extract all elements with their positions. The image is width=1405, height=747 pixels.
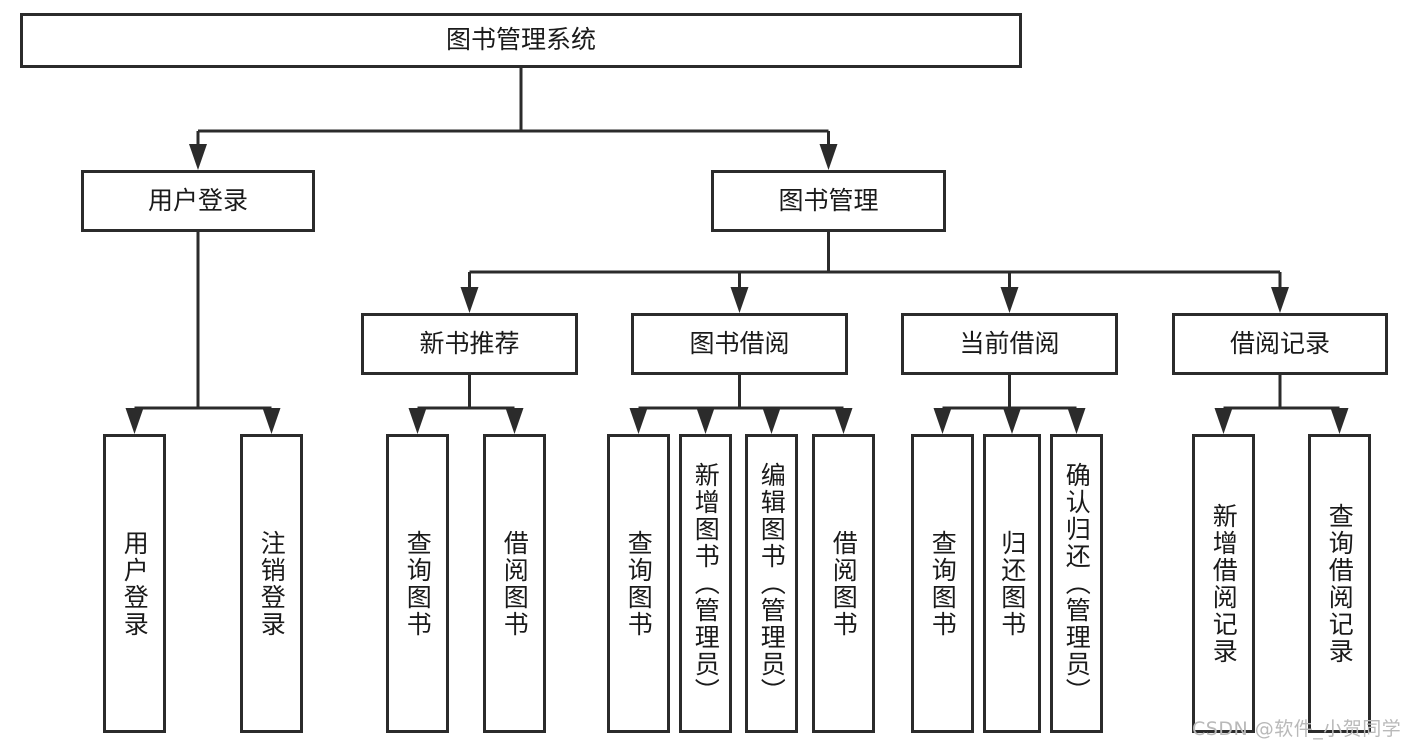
arrowhead-book-manage bbox=[819, 144, 838, 170]
node-leaf-return-book[interactable]: 归还图书 bbox=[983, 434, 1041, 733]
watermark-text: CSDN @软件_小贺同学 bbox=[1192, 718, 1402, 740]
node-label-root: 图书管理系统 bbox=[445, 25, 596, 55]
node-label-leaf-add-book: 新增图书（管理员） bbox=[691, 462, 721, 705]
arrowhead-borrow-record bbox=[1271, 287, 1289, 313]
node-label-leaf-user-login: 用户登录 bbox=[120, 529, 150, 638]
node-leaf-user-login[interactable]: 用户登录 bbox=[103, 434, 166, 733]
arrowhead-leaf-add-book bbox=[696, 408, 715, 434]
node-borrow-record[interactable]: 借阅记录 bbox=[1172, 313, 1388, 375]
node-label-leaf-query-borrow-record: 查询借阅记录 bbox=[1325, 502, 1355, 665]
arrowhead-leaf-add-borrow-record bbox=[1214, 408, 1233, 434]
node-label-leaf-query-book-recommend: 查询图书 bbox=[403, 529, 433, 638]
node-leaf-add-book[interactable]: 新增图书（管理员） bbox=[679, 434, 732, 733]
node-label-user-login: 用户登录 bbox=[147, 185, 248, 215]
node-label-leaf-borrow-book: 借阅图书 bbox=[829, 529, 859, 638]
node-leaf-add-borrow-record[interactable]: 新增借阅记录 bbox=[1192, 434, 1255, 733]
arrowhead-leaf-confirm-return bbox=[1067, 408, 1086, 434]
arrowhead-leaf-return-book bbox=[1003, 408, 1021, 434]
arrowhead-current-borrow bbox=[1000, 287, 1019, 313]
node-label-borrow-record: 借阅记录 bbox=[1229, 328, 1330, 358]
node-leaf-borrow-book-recommend[interactable]: 借阅图书 bbox=[483, 434, 546, 733]
node-leaf-query-book-recommend[interactable]: 查询图书 bbox=[386, 434, 449, 733]
arrowhead-book-borrow bbox=[730, 287, 749, 313]
node-current-borrow[interactable]: 当前借阅 bbox=[901, 313, 1118, 375]
node-label-leaf-borrow-book-recommend: 借阅图书 bbox=[500, 529, 530, 638]
node-user-login[interactable]: 用户登录 bbox=[81, 170, 315, 232]
node-label-leaf-add-borrow-record: 新增借阅记录 bbox=[1209, 502, 1239, 665]
node-leaf-confirm-return[interactable]: 确认归还（管理员） bbox=[1050, 434, 1103, 733]
node-leaf-edit-book[interactable]: 编辑图书（管理员） bbox=[745, 434, 798, 733]
arrowhead-leaf-query-book-recommend bbox=[408, 408, 427, 434]
node-label-leaf-edit-book: 编辑图书（管理员） bbox=[757, 462, 787, 705]
node-label-leaf-logout: 注销登录 bbox=[257, 529, 287, 638]
arrowhead-user-login bbox=[189, 144, 207, 170]
node-book-borrow[interactable]: 图书借阅 bbox=[631, 313, 848, 375]
node-leaf-borrow-book[interactable]: 借阅图书 bbox=[812, 434, 875, 733]
node-label-new-book-recommend: 新书推荐 bbox=[419, 328, 520, 358]
arrowhead-leaf-query-book-borrow bbox=[629, 408, 648, 434]
node-leaf-query-borrow-record[interactable]: 查询借阅记录 bbox=[1308, 434, 1371, 733]
arrowhead-new-book-recommend bbox=[460, 287, 479, 313]
arrowhead-leaf-borrow-book-recommend bbox=[505, 408, 524, 434]
arrowhead-leaf-logout bbox=[262, 408, 281, 434]
node-label-leaf-return-book: 归还图书 bbox=[997, 529, 1027, 638]
arrowhead-leaf-query-borrow-record bbox=[1330, 408, 1349, 434]
node-root[interactable]: 图书管理系统 bbox=[20, 13, 1022, 68]
node-label-current-borrow: 当前借阅 bbox=[959, 328, 1060, 358]
node-leaf-query-book-current[interactable]: 查询图书 bbox=[911, 434, 974, 733]
node-new-book-recommend[interactable]: 新书推荐 bbox=[361, 313, 578, 375]
node-label-leaf-query-book-current: 查询图书 bbox=[928, 529, 958, 638]
node-label-leaf-confirm-return: 确认归还（管理员） bbox=[1062, 462, 1092, 705]
node-book-manage[interactable]: 图书管理 bbox=[711, 170, 946, 232]
arrowhead-leaf-borrow-book bbox=[834, 408, 853, 434]
arrowhead-leaf-edit-book bbox=[762, 408, 781, 434]
node-label-leaf-query-book-borrow: 查询图书 bbox=[624, 529, 654, 638]
node-label-book-manage: 图书管理 bbox=[778, 185, 879, 215]
node-leaf-logout[interactable]: 注销登录 bbox=[240, 434, 303, 733]
node-label-book-borrow: 图书借阅 bbox=[689, 328, 790, 358]
arrowhead-leaf-query-book-current bbox=[933, 408, 952, 434]
node-leaf-query-book-borrow[interactable]: 查询图书 bbox=[607, 434, 670, 733]
arrowhead-leaf-user-login bbox=[125, 408, 144, 434]
